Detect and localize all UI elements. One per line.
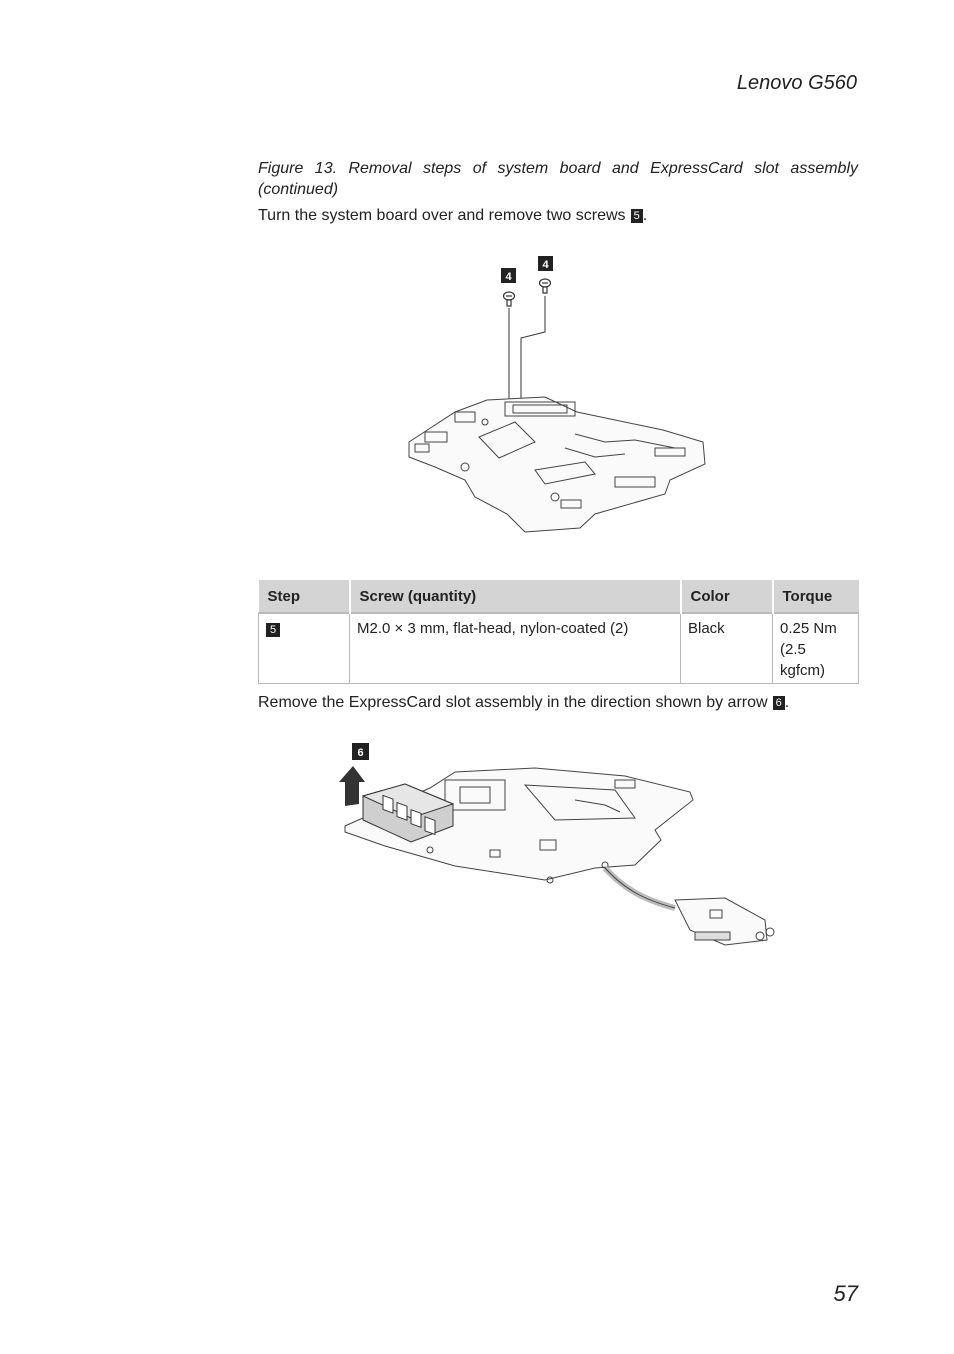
figure-callout-box-2 <box>538 256 553 271</box>
cell-screw: M2.0 × 3 mm, flat-head, nylon-coated (2) <box>349 612 681 684</box>
step6-callout: 6 <box>772 696 785 710</box>
figure-caption: Figure 13. Removal steps of system board… <box>258 160 858 198</box>
step6-end: . <box>784 694 790 711</box>
document-header-title: Lenovo G560 <box>736 72 857 94</box>
step-callout: 5 <box>266 623 281 637</box>
step6-instruction-text: Remove the ExpressCard slot assembly in … <box>258 694 768 711</box>
system-board-screws-figure: 4 4 <box>408 256 706 533</box>
step5-callout: 5 <box>630 209 643 223</box>
system-board-drawing <box>408 396 706 533</box>
screw-spec-table: Step Screw (quantity) Color Torque 5 M2.… <box>258 580 859 684</box>
io-daughter-board-drawing <box>602 865 775 946</box>
step5-instruction-text: Turn the system board over and remove tw… <box>258 207 626 224</box>
figure-callout-1: 4 <box>505 271 512 283</box>
page-number: 57 <box>833 1281 858 1306</box>
figure-callout-box-1 <box>501 268 516 283</box>
cell-torque: 0.25 Nm (2.5 kgfcm) <box>772 612 859 684</box>
screw-icon <box>502 291 516 307</box>
expresscard-slot-drawing <box>361 783 455 843</box>
step6-instruction: Remove the ExpressCard slot assembly in … <box>258 692 868 713</box>
step5-instruction: Turn the system board over and remove tw… <box>258 205 868 226</box>
figure-callout-box-6 <box>352 743 369 760</box>
column-header-color: Color <box>679 580 773 613</box>
expresscard-removal-figure: 6 <box>339 743 775 946</box>
column-header-torque: Torque <box>771 580 859 613</box>
table-row: 5 M2.0 × 3 mm, flat-head, nylon-coated (… <box>258 612 859 684</box>
cell-color: Black <box>680 612 773 684</box>
cell-step: 5 <box>258 612 350 684</box>
column-header-screw: Screw (quantity) <box>348 580 681 613</box>
figure-callout-2: 4 <box>542 259 549 271</box>
step5-end: . <box>642 207 648 224</box>
torque-kgfcm: (2.5 kgfcm) <box>780 641 825 679</box>
torque-nm: 0.25 Nm <box>780 620 837 637</box>
upward-arrow-icon <box>339 766 365 806</box>
column-header-step: Step <box>258 580 350 613</box>
screw-icon <box>538 278 552 294</box>
table-header-row: Step Screw (quantity) Color Torque <box>258 580 859 613</box>
figure-callout-6: 6 <box>357 747 363 759</box>
